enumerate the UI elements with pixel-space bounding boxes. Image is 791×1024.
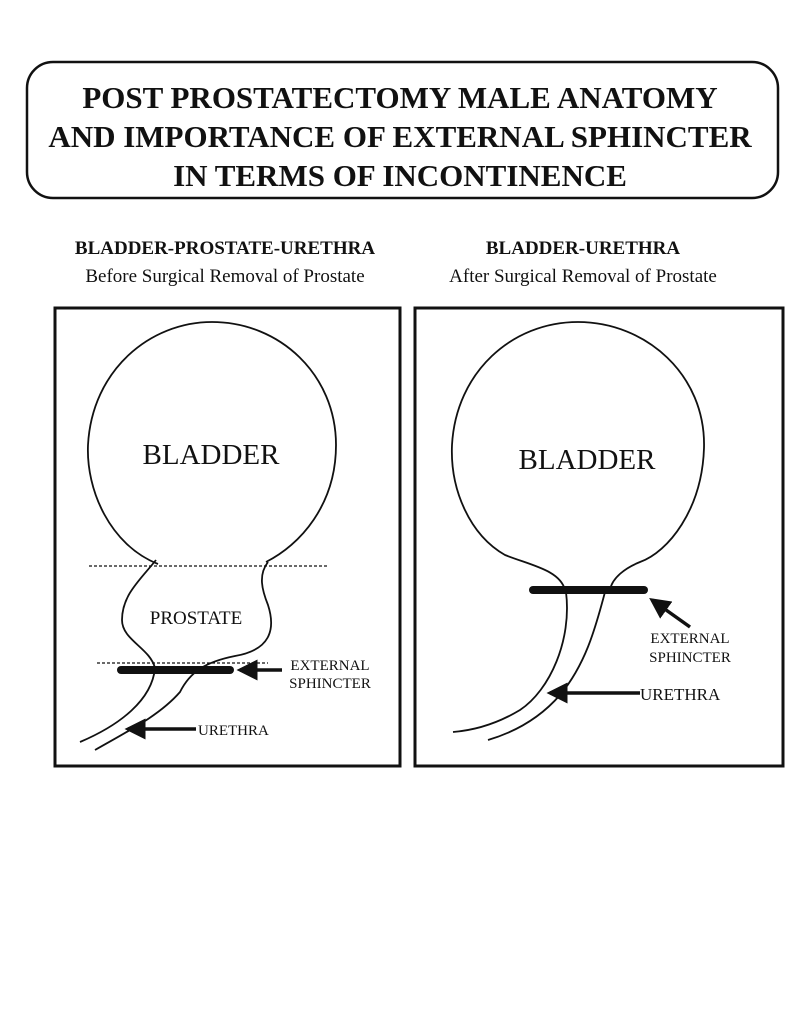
right-urethra-left-outline: [452, 591, 568, 733]
right-sphincter-label-1: EXTERNAL: [650, 631, 729, 647]
prostate-label: PROSTATE: [150, 608, 242, 629]
right-sphincter-arrow: [649, 597, 692, 629]
title-line-2: AND IMPORTANCE OF EXTERNAL SPHINCTER: [48, 119, 752, 154]
right-heading: BLADDER-URETHRA: [486, 238, 681, 259]
right-panel: BLADDER EXTERNAL SPHINCTER URETHRA: [413, 306, 785, 768]
prostate-right-outline: [94, 561, 272, 751]
left-sphincter-label-2: SPHINCTER: [289, 676, 371, 692]
right-sphincter-label-2: SPHINCTER: [649, 650, 731, 666]
left-bladder-label: BLADDER: [143, 439, 281, 471]
prostate-left-outline: [79, 559, 157, 743]
left-urethra-label: URETHRA: [198, 723, 269, 739]
left-bladder-outline: [87, 321, 337, 565]
right-bladder-label: BLADDER: [519, 444, 657, 476]
left-panel: BLADDER PROSTATE EXTERNAL SPHINCTER URET…: [53, 306, 402, 768]
title-box: [25, 60, 780, 200]
right-urethra-label: URETHRA: [640, 685, 721, 704]
left-subheading: Before Surgical Removal of Prostate: [85, 266, 364, 287]
right-subheading: After Surgical Removal of Prostate: [449, 266, 717, 287]
title-line-3: IN TERMS OF INCONTINENCE: [173, 158, 627, 193]
title-line-1: POST PROSTATECTOMY MALE ANATOMY: [82, 80, 717, 115]
left-sphincter-label-1: EXTERNAL: [290, 658, 369, 674]
left-heading: BLADDER-PROSTATE-URETHRA: [75, 238, 375, 259]
right-bladder-outline: [451, 321, 705, 591]
